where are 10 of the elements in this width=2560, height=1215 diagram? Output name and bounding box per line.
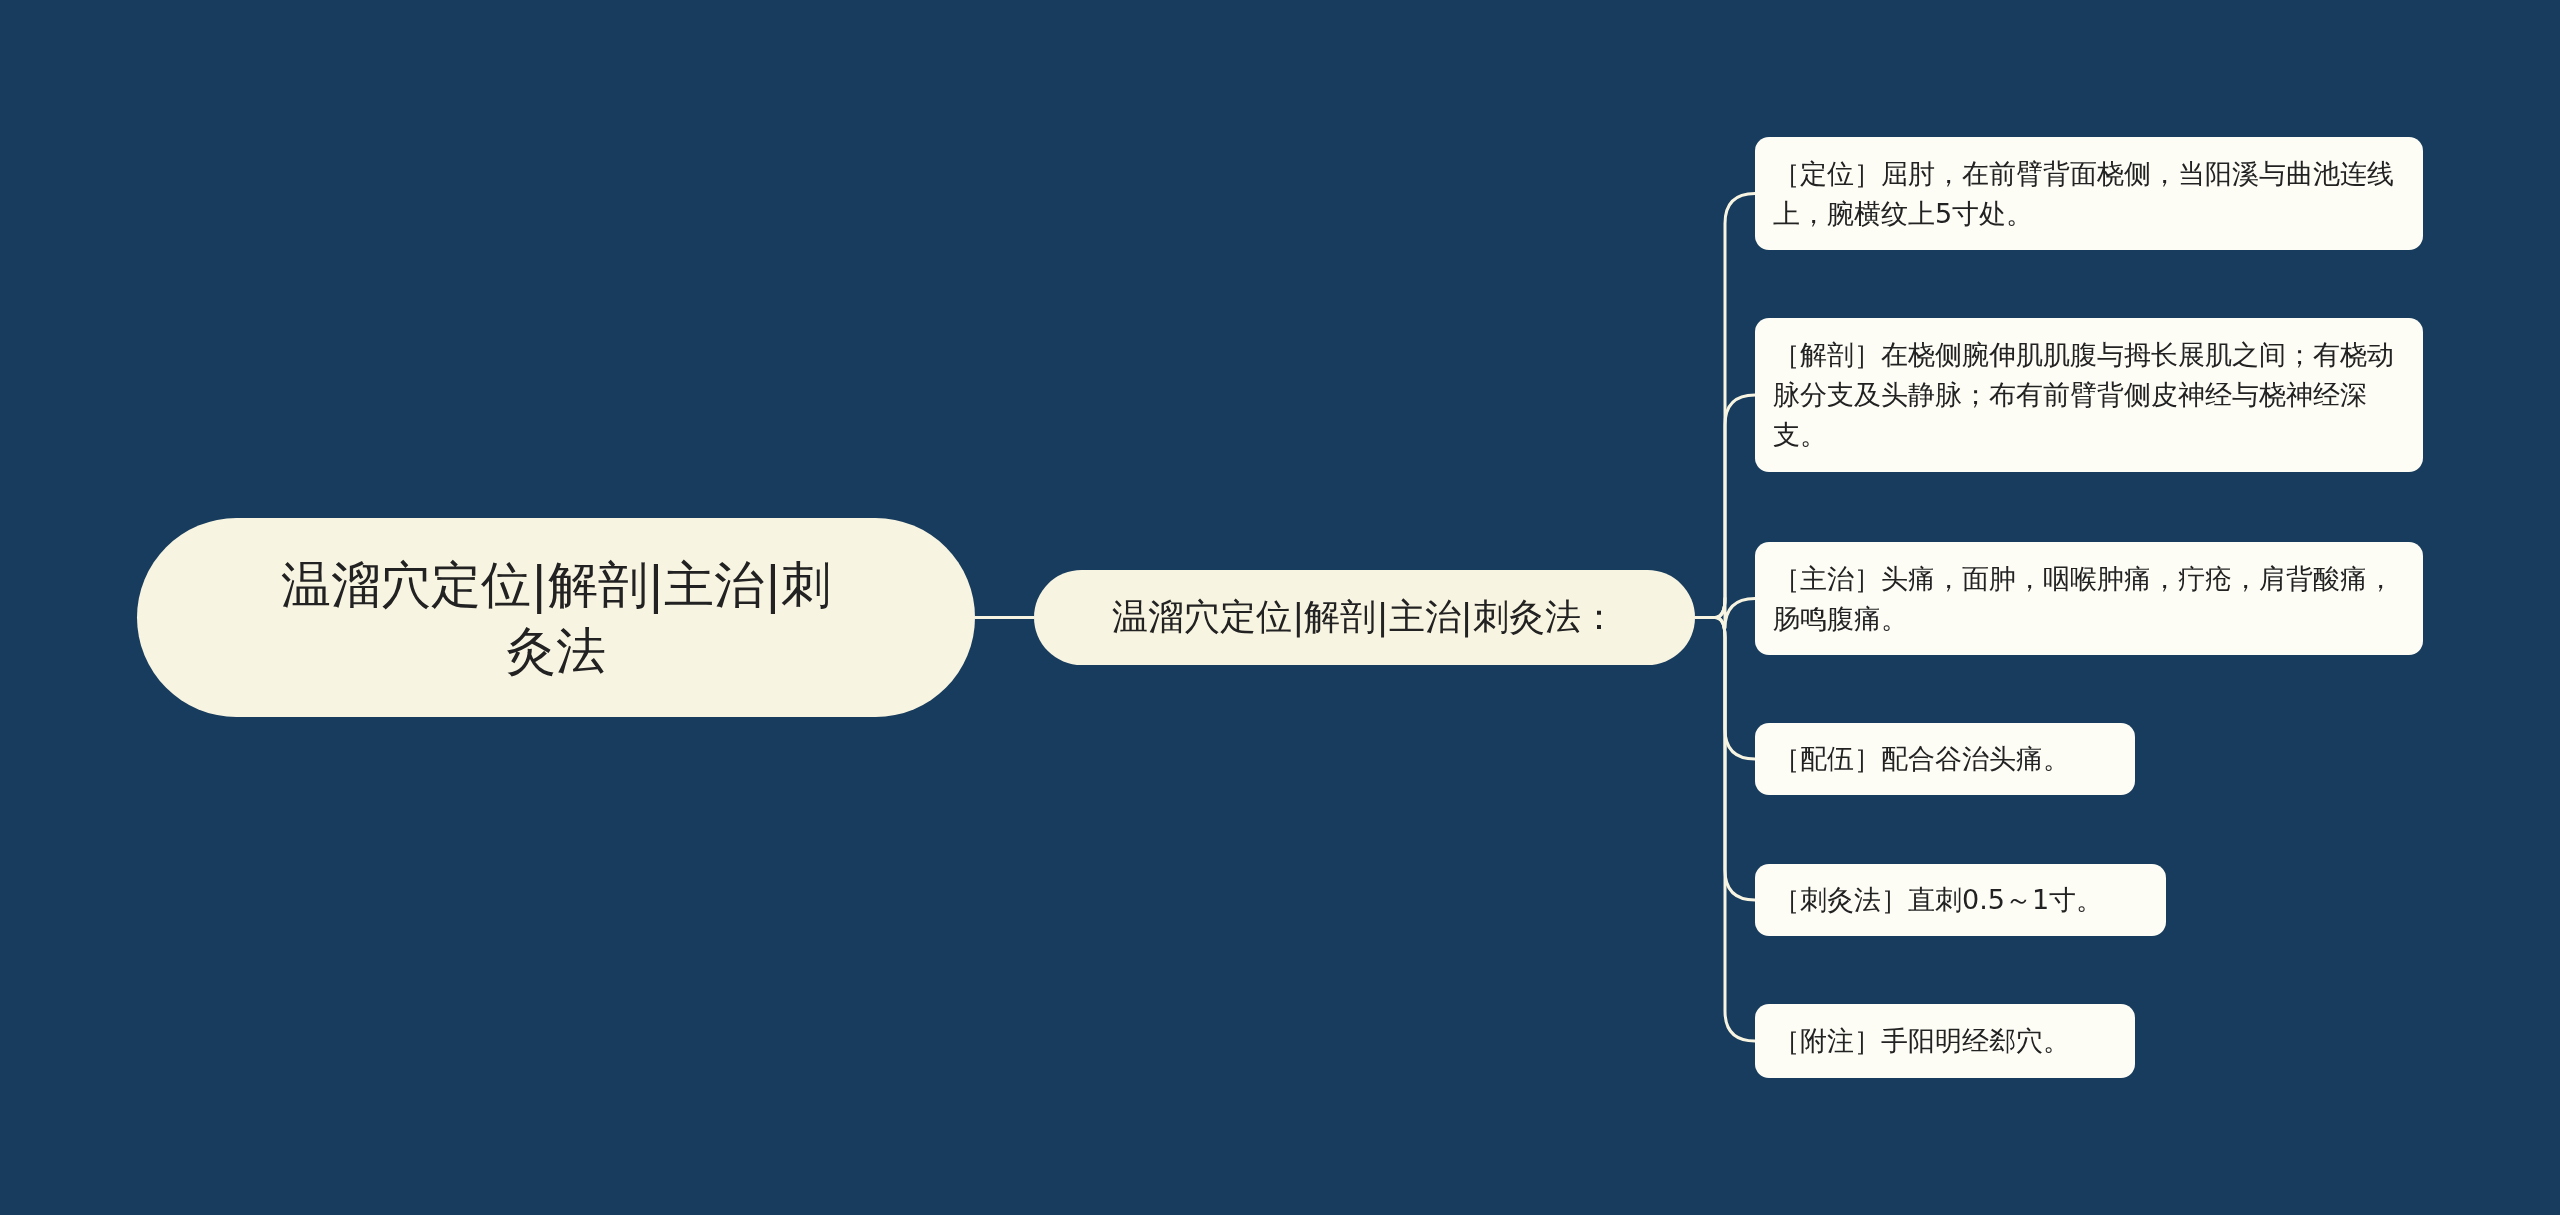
subtopic-box: ［附注］手阳明经郄穴。 — [1755, 1004, 2135, 1078]
subtopic-box: ［配伍］配合谷治头痛。 — [1755, 723, 2135, 795]
connector-line — [1695, 616, 1756, 1043]
connector-line — [975, 616, 1034, 619]
subtopic-box: ［定位］屈肘，在前臂背面桡侧，当阳溪与曲池连线上，腕横纹上5寸处。 — [1755, 137, 2423, 250]
subtopic-box: ［解剖］在桡侧腕伸肌肌腹与拇长展肌之间；有桡动脉分支及头静脉；布有前臂背侧皮神经与桡神经深支。 — [1755, 318, 2423, 472]
subtopic-box: ［主治］头痛，面肿，咽喉肿痛，疔疮，肩背酸痛，肠鸣腹痛。 — [1755, 542, 2423, 655]
topic-box: 温溜穴定位|解剖|主治|刺灸法： — [1034, 570, 1695, 665]
subtopic-box: ［刺灸法］直刺0.5～1寸。 — [1755, 864, 2166, 936]
root-topic: 温溜穴定位|解剖|主治|刺灸法 — [137, 518, 975, 717]
